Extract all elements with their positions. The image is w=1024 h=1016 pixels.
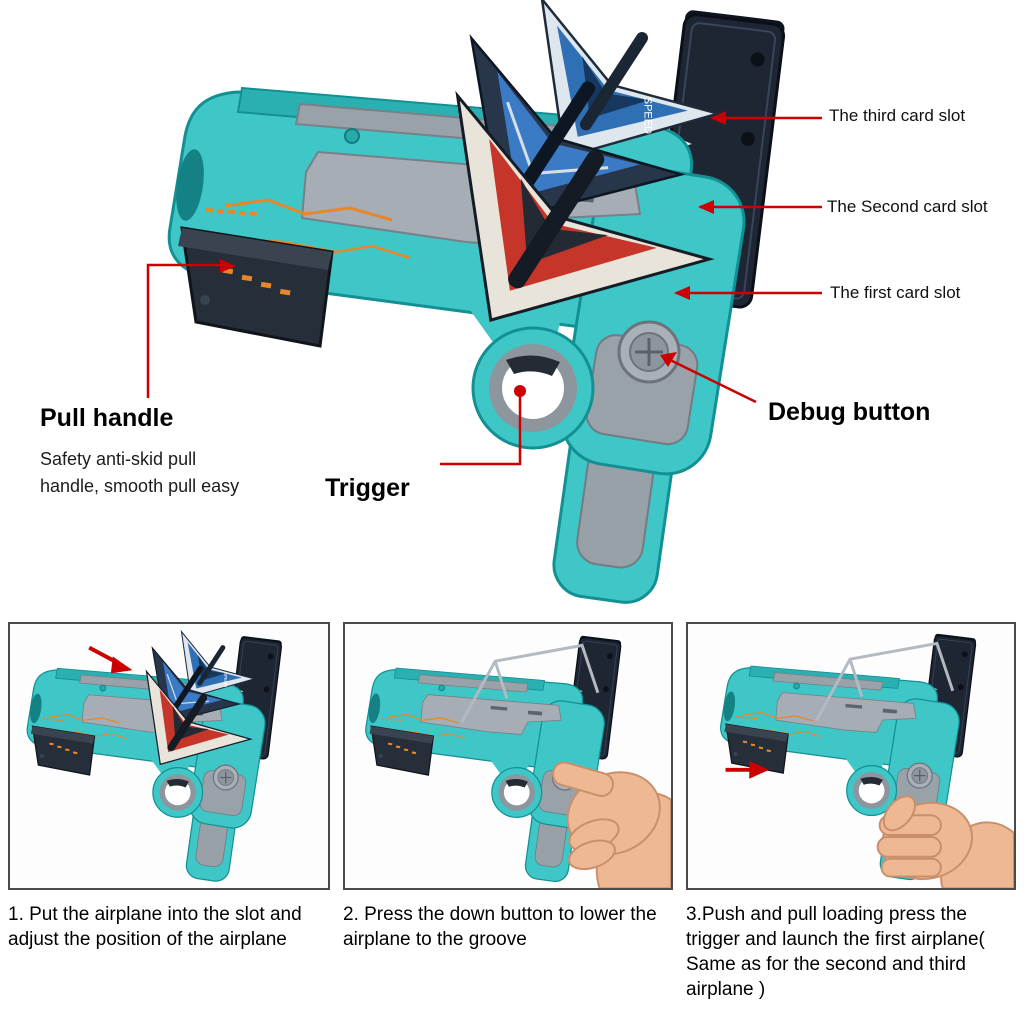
red-arrow-icon	[725, 760, 770, 779]
leader-lines	[146, 111, 822, 466]
label-third-card-slot: The third card slot	[829, 106, 966, 125]
hero-illustration: 02 SPEED	[146, 0, 822, 612]
label-pull-handle: Pull handle	[40, 404, 174, 432]
step-1: 1. Put the airplane into the slot and ad…	[8, 622, 330, 1002]
label-second-card-slot: The Second card slot	[827, 197, 988, 216]
step-1-image	[10, 624, 328, 888]
step-2-caption: 2. Press the down button to lower the ai…	[343, 904, 657, 951]
step-2-panel	[343, 622, 673, 890]
label-first-card-slot: The first card slot	[830, 283, 961, 302]
step-1-panel	[8, 622, 330, 890]
label-debug-button: Debug button	[768, 398, 931, 426]
step-3-panel	[686, 622, 1016, 890]
step-3: 3.Push and pull loading press the trigge…	[686, 622, 1016, 1002]
step-3-image	[720, 632, 1014, 888]
label-pull-handle-desc: Safety anti-skid pull handle, smooth pul…	[40, 449, 240, 496]
wire-rack	[815, 641, 955, 722]
red-arrow-icon	[88, 645, 133, 674]
step-1-caption: 1. Put the airplane into the slot and ad…	[8, 904, 302, 951]
instruction-steps: 1. Put the airplane into the slot and ad…	[0, 622, 1024, 1002]
hero-diagram: 02 SPEED	[40, 0, 988, 612]
hand-holding-grip	[876, 795, 1014, 888]
label-trigger: Trigger	[325, 474, 410, 502]
step-2: 2. Press the down button to lower the ai…	[343, 622, 673, 1002]
step-2-image	[365, 634, 671, 888]
hand-pressing-button	[551, 761, 671, 888]
wire-rack	[460, 643, 600, 724]
step-3-caption: 3.Push and pull loading press the trigge…	[686, 904, 985, 1001]
